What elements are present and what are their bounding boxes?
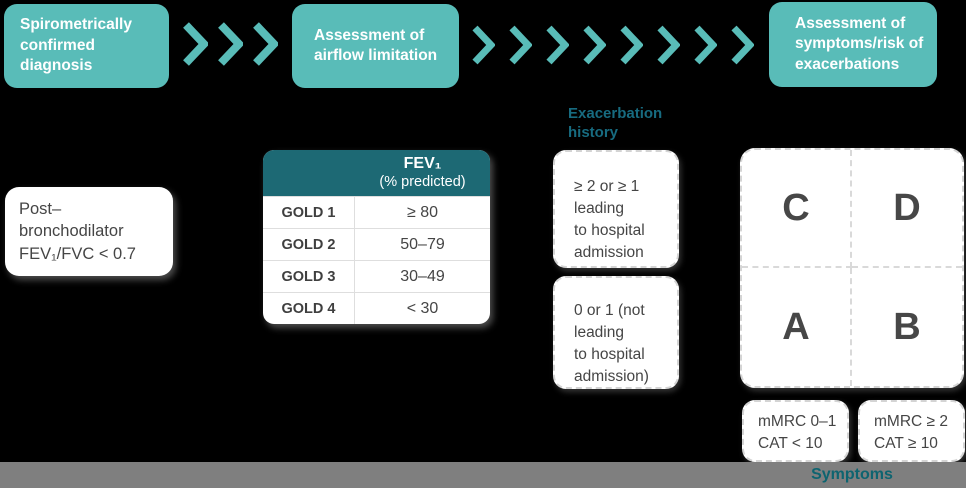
chevron-right-icon — [183, 22, 208, 66]
post-bronchodilator-criteria-box: Post–bronchodilator FEV₁/FVC < 0.7 — [5, 187, 173, 276]
chevron-right-icon — [731, 25, 754, 65]
exacerbation-history-label: Exacerbation history — [568, 105, 663, 141]
table-row: GOLD 4 < 30 — [263, 292, 490, 324]
gold-grade-value: 30–49 — [400, 267, 445, 285]
chevron-right-icon — [583, 25, 606, 65]
table-row: GOLD 1 ≥ 80 — [263, 196, 490, 228]
gold-table-header-subtitle: (% predicted) — [379, 173, 466, 190]
symptoms-axis-bar — [0, 462, 966, 488]
gold-table-header-title: FEV₁ — [403, 155, 442, 173]
exacerbation-low-risk-box: 0 or 1 (not leading to hospital admissio… — [553, 276, 679, 389]
chevron-right-icon — [253, 22, 278, 66]
gold-grade-label: GOLD 1 — [263, 197, 355, 228]
step-airflow-limitation: Assessment of airflow limitation — [292, 4, 459, 88]
chevron-right-icon — [620, 25, 643, 65]
step-symptoms-risk: Assessment of symptoms/risk of exacerbat… — [769, 2, 937, 87]
exacerbation-high-risk-box: ≥ 2 or ≥ 1 leading to hospital admission — [553, 150, 679, 268]
chevron-right-icon — [472, 25, 495, 65]
quadrant-d: D — [852, 150, 962, 268]
step-spirometric-diagnosis: Spirometrically confirmed diagnosis — [4, 4, 169, 88]
gold-grade-value: < 30 — [406, 299, 439, 317]
quadrant-b: B — [893, 305, 921, 348]
gold-grade-label: GOLD 4 — [263, 293, 355, 324]
gold-grade-value: 50–79 — [400, 235, 445, 253]
chevron-right-icon — [509, 25, 532, 65]
chevron-group-1 — [182, 21, 278, 67]
gold-grade-table: FEV₁ (% predicted) GOLD 1 ≥ 80 GOLD 2 50… — [263, 150, 490, 324]
gold-grade-label: GOLD 3 — [263, 261, 355, 292]
chevron-right-icon — [657, 25, 680, 65]
chevron-right-icon — [546, 25, 569, 65]
gold-grade-label: GOLD 2 — [263, 229, 355, 260]
quadrant-c: C — [742, 150, 852, 268]
quadrant-a: A — [742, 268, 852, 386]
symptoms-high-box: mMRC ≥ 2 CAT ≥ 10 — [858, 400, 965, 462]
chevron-right-icon — [218, 22, 243, 66]
abcd-quadrant: C D A B — [740, 148, 964, 388]
table-row: GOLD 2 50–79 — [263, 228, 490, 260]
chevron-right-icon — [694, 25, 717, 65]
symptoms-axis-label: Symptoms — [811, 466, 893, 483]
table-row: GOLD 3 30–49 — [263, 260, 490, 292]
chevron-group-2 — [471, 25, 754, 65]
gold-grade-value: ≥ 80 — [406, 203, 439, 221]
gold-table-header: FEV₁ (% predicted) — [263, 150, 490, 196]
symptoms-low-box: mMRC 0–1 CAT < 10 — [742, 400, 849, 462]
